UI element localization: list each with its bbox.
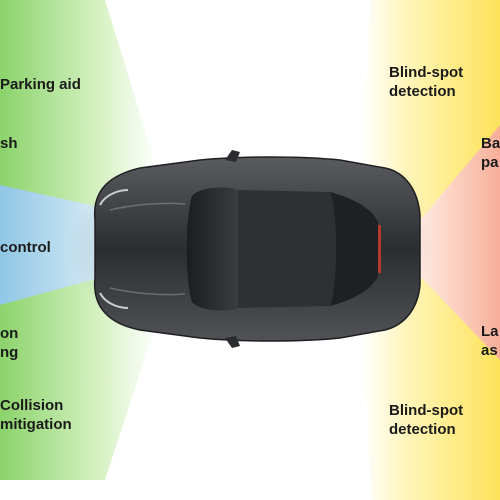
crash-label: sh [0, 135, 18, 152]
collision-mitigation-line-1: Collision [0, 397, 64, 414]
collision-warning-label: on ng [0, 324, 18, 362]
blind-spot-bottom-label: Blind-spot detection [389, 401, 463, 439]
blind-spot-top-line-1: Blind-spot [389, 64, 464, 81]
cruise-control-label: control [0, 239, 51, 256]
back-parking-label: Ba pa [481, 134, 500, 172]
blind-spot-bottom-line-2: detection [389, 421, 456, 438]
collision-mitigation-line-2: mitigation [0, 416, 72, 433]
back-parking-line-2: pa [481, 154, 499, 171]
blind-spot-top-line-2: detection [389, 83, 456, 100]
car-top-view-icon [93, 150, 421, 348]
lane-assist-line-1: La [481, 323, 499, 340]
lane-assist-line-2: as [481, 342, 498, 359]
lane-assist-label: La as [481, 322, 499, 360]
back-parking-line-1: Ba [481, 135, 500, 152]
blind-spot-bottom-line-1: Blind-spot [389, 402, 464, 419]
parking-aid-label: Parking aid [0, 76, 81, 93]
collision-mitigation-label: Collision mitigation [0, 396, 72, 434]
collision-warning-line-1: on [0, 325, 19, 342]
blind-spot-top-label: Blind-spot detection [389, 63, 463, 101]
rear-red-zone [395, 125, 500, 360]
collision-warning-line-2: ng [0, 344, 19, 361]
